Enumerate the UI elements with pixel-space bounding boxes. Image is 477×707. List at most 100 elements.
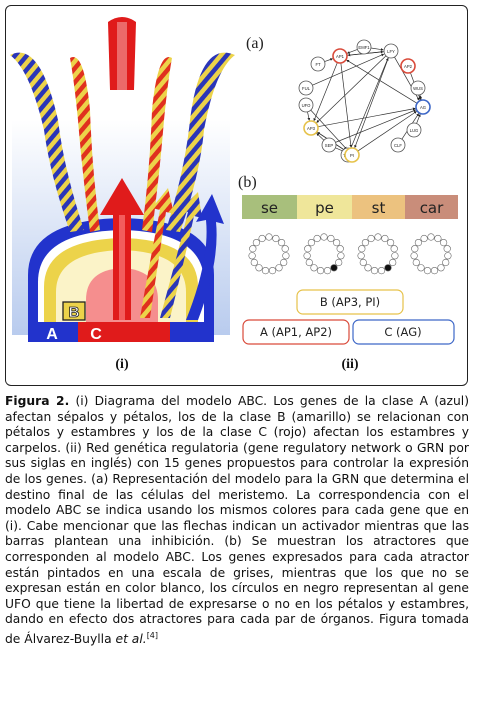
network-edge xyxy=(416,113,421,124)
attractor-node xyxy=(414,239,423,247)
organ-label: car xyxy=(420,199,444,217)
attractor-node xyxy=(434,234,442,243)
network-node-label: FUL xyxy=(302,86,311,91)
network-node xyxy=(344,147,360,163)
caption-ref: [4] xyxy=(146,630,159,640)
network-edge xyxy=(335,109,417,143)
class-c-box xyxy=(352,319,455,345)
network-node xyxy=(298,97,314,113)
class-a-genes: A (AP1, AP2) xyxy=(260,325,332,339)
attractor-node xyxy=(265,233,273,241)
attractor-node xyxy=(282,252,290,260)
attractor-node xyxy=(316,267,325,275)
network-node xyxy=(400,58,416,74)
caption-et-al: et al. xyxy=(115,632,147,646)
network-edge xyxy=(350,57,389,149)
organ-label: pe xyxy=(315,199,334,217)
network-node-label: AP2 xyxy=(404,64,413,69)
class-c-genes: C (AG) xyxy=(384,325,421,339)
class-b-label: B xyxy=(69,304,80,321)
class-a-box xyxy=(242,319,350,345)
abc-model-diagram: B A C (i) xyxy=(10,17,235,372)
attractor-node xyxy=(374,233,382,241)
attractor-node xyxy=(303,252,311,260)
attractor-node xyxy=(320,233,328,241)
attractor-node xyxy=(323,267,332,275)
network-edge xyxy=(316,55,387,123)
gene-regulatory-network: EMF1AP1LFYAP2TFL1FTFULWUSUFOAGAP3LUGSEPP… xyxy=(298,39,431,163)
network-node xyxy=(332,48,348,64)
attractor-node xyxy=(443,245,451,253)
attractor-node xyxy=(370,267,379,275)
attractor-node xyxy=(261,267,270,275)
attractor-node xyxy=(275,264,283,272)
network-node xyxy=(356,39,372,55)
network-node xyxy=(406,122,422,138)
attractor-node xyxy=(423,267,432,275)
figure: B A C (i) (a) EMF1AP1LFYAP2TFL1FTFULWUSU… xyxy=(10,17,458,372)
attractor-node xyxy=(364,264,372,272)
organ-label: se xyxy=(261,199,278,217)
network-node-label: FT xyxy=(315,62,321,67)
attractor-node xyxy=(252,239,260,247)
attractor-node xyxy=(280,258,288,267)
network-edge xyxy=(370,47,384,51)
network-node-label: CLF xyxy=(394,143,402,148)
attractor-node xyxy=(384,264,392,272)
organ-cell xyxy=(242,195,297,219)
attractor-node xyxy=(327,234,335,243)
attractor-node xyxy=(420,234,428,243)
attractor-node xyxy=(359,258,367,267)
network-node-label: LFY xyxy=(387,49,395,54)
network-node xyxy=(383,43,399,59)
class-c-label: C xyxy=(90,326,102,343)
attractor-node xyxy=(437,264,445,272)
network-edge xyxy=(317,107,416,128)
organ-cell xyxy=(297,195,352,219)
attractor-node xyxy=(305,258,313,267)
attractor-node xyxy=(330,264,338,272)
network-edge xyxy=(307,111,311,121)
network-edge xyxy=(346,59,418,104)
attractor-node xyxy=(304,245,312,253)
attractor-node xyxy=(390,245,398,253)
attractor-node xyxy=(377,267,386,275)
attractor-node xyxy=(258,234,266,243)
network-node-label: PI xyxy=(350,153,354,158)
organ-cell xyxy=(405,195,458,219)
grn-panel: (a) EMF1AP1LFYAP2TFL1FTFULWUSUFOAGAP3LUG… xyxy=(238,35,458,372)
network-node-label: EMF1 xyxy=(358,45,370,50)
attractor-node xyxy=(389,258,397,267)
network-node-label: AP1 xyxy=(336,54,345,59)
attractor-node xyxy=(361,239,370,247)
class-a-label: A xyxy=(46,326,58,343)
attractor-node xyxy=(307,239,316,247)
network-edge xyxy=(340,62,353,148)
network-edge xyxy=(313,62,338,122)
attractor-node xyxy=(391,252,399,260)
attractor-node xyxy=(417,264,425,272)
attractor-node xyxy=(333,239,341,247)
attractor-node xyxy=(410,252,418,260)
sepal-petal-stripe xyxy=(10,52,84,233)
attractor-node xyxy=(440,239,448,247)
attractor-node xyxy=(272,234,280,243)
network-edge xyxy=(312,53,385,86)
network-node xyxy=(415,99,431,115)
attractor-circles xyxy=(248,233,452,275)
attractor-node xyxy=(335,258,343,267)
network-node xyxy=(310,56,326,72)
class-c-region xyxy=(78,322,170,342)
network-node-label: UFO xyxy=(302,103,312,108)
attractor-node xyxy=(387,239,395,247)
attractor-node xyxy=(357,252,365,260)
attractor-node xyxy=(367,234,375,243)
network-node xyxy=(390,137,406,153)
network-edge xyxy=(310,109,347,150)
attractor-node xyxy=(250,258,258,267)
attractor-node xyxy=(358,245,366,253)
attractor-node xyxy=(281,245,289,253)
organ-cell xyxy=(352,195,405,219)
attractor-node xyxy=(248,252,256,260)
attractor-node xyxy=(444,252,452,260)
